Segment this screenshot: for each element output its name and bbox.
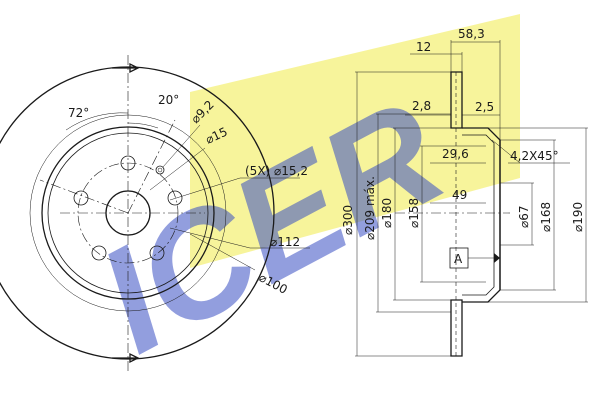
label-top-offset: 12: [416, 40, 431, 54]
label-top-width: 58,3: [458, 27, 485, 41]
location-hole-inner: [157, 167, 163, 173]
label-angle-72: 72°: [68, 106, 89, 120]
watermark-band: [190, 14, 520, 268]
centerline-20: [127, 119, 176, 214]
leader-100: [189, 233, 256, 271]
bolt-hole-2: [167, 190, 183, 206]
arc-20: [127, 122, 159, 129]
chamfer-leader: [491, 139, 521, 164]
label-thick-left: 2,8: [412, 99, 431, 113]
bolt-hole-4: [91, 245, 107, 261]
label-angle-20: 20°: [158, 93, 179, 107]
bolt-hole-5: [73, 190, 89, 206]
disc-outer-circle: [0, 66, 275, 360]
leader-9-2: [162, 124, 201, 168]
label-d168: ⌀168: [539, 202, 553, 232]
location-hole: [155, 165, 165, 175]
leader-15-2: [169, 177, 241, 201]
label-max-dia: ⌀209 máx.: [363, 176, 377, 240]
hat-inner: [462, 134, 495, 296]
label-d190: ⌀190: [571, 202, 585, 232]
label-bolt-holes: (5X) ⌀15,2: [245, 164, 308, 178]
label-chamfer: 4,2X45°: [510, 149, 559, 163]
arc-72: [65, 112, 129, 131]
section-arrow-bottom: [112, 352, 140, 364]
centerline-72: [39, 179, 129, 214]
label-d158: ⌀158: [407, 198, 421, 228]
bolt-hole-3: [149, 245, 165, 261]
datum-label: A: [454, 252, 463, 266]
label-hat-depth: 29,6: [442, 147, 469, 161]
leader-112: [169, 227, 251, 249]
label-outer-dia: ⌀300: [341, 205, 355, 235]
label-d180: ⌀180: [380, 198, 394, 228]
friction-plate-lower: [450, 299, 463, 357]
section-arrow-top: [112, 62, 140, 74]
label-d67: ⌀67: [517, 205, 531, 228]
label-pcd: ⌀112: [270, 235, 300, 249]
datum-triangle: [494, 253, 500, 263]
section-view: A 58,3 12 2,8 2,5 29,6 4,2X45° 49 ⌀300 ⌀…: [341, 27, 588, 357]
label-hub-depth: 49: [452, 188, 467, 202]
front-view: 72° 20° ⌀9,2 ⌀15 (5X) ⌀15,2 ⌀112 ⌀100: [0, 55, 310, 372]
leader-15: [149, 147, 206, 191]
label-thick-right: 2,5: [475, 100, 494, 114]
